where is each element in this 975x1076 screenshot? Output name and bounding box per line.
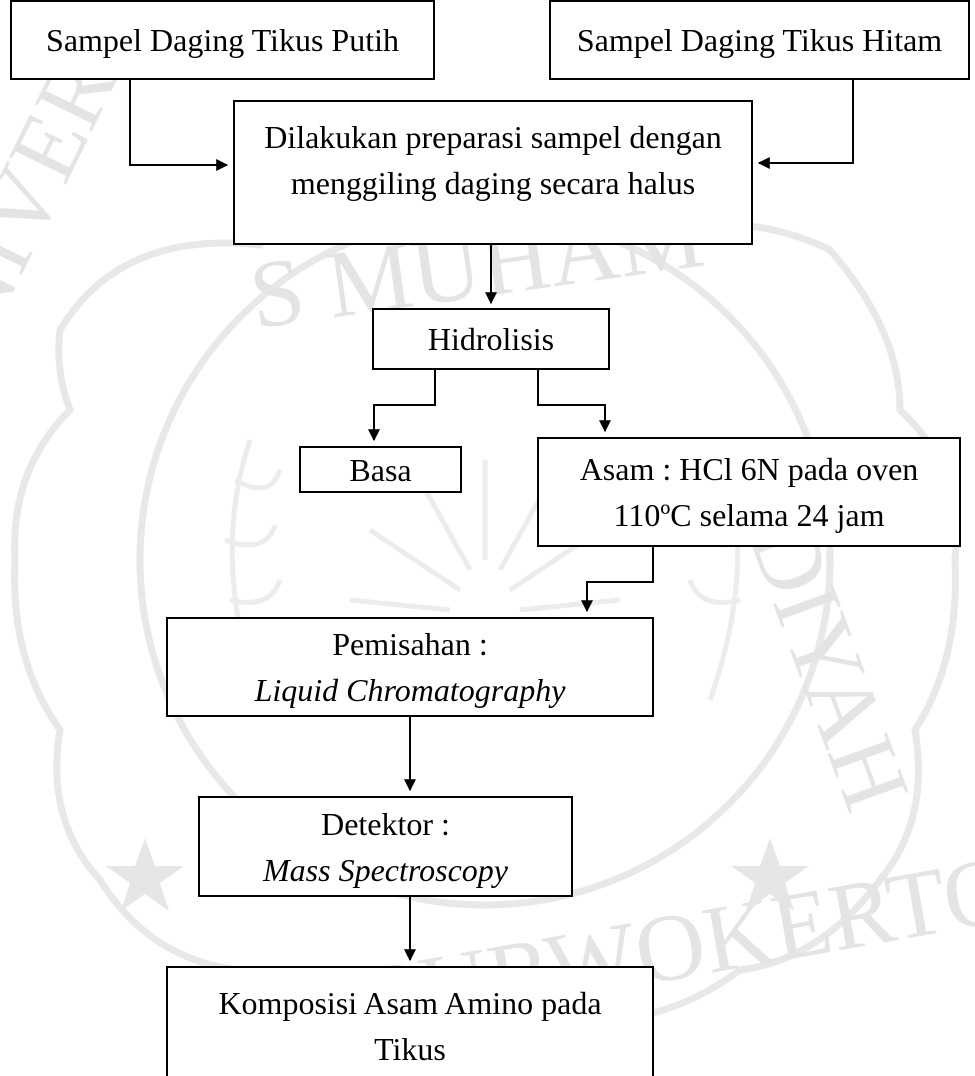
arrow-white-rat-to-prep [129, 80, 229, 171]
arrow-hydrolysis-to-acid [537, 370, 611, 433]
node-label: Sampel Daging Tikus Hitam [576, 22, 943, 58]
node-acid-hydrolysis: Asam : HCl 6N pada oven 110ºC selama 24 … [537, 437, 961, 547]
node-sample-preparation: Dilakukan preparasi sampel dengan menggi… [233, 100, 753, 245]
node-label-line1: Dilakukan preparasi sampel dengan [264, 119, 722, 155]
node-label-line2: Tikus [374, 1031, 446, 1067]
node-label-line1: Detektor : [321, 805, 450, 842]
node-label-line1: Komposisi Asam Amino pada [218, 985, 602, 1021]
node-label-line1: Pemisahan : [332, 626, 488, 662]
arrow-acid-to-separation [581, 547, 654, 613]
node-label: Basa [349, 451, 412, 488]
arrow-hydrolysis-to-base [368, 370, 436, 442]
node-separation: Pemisahan : Liquid Chromatography [166, 617, 654, 717]
node-label-line2: menggiling daging secara halus [290, 165, 696, 201]
node-label-line2: 110ºC selama 24 jam [613, 497, 885, 533]
node-label: Sampel Daging Tikus Putih [46, 22, 399, 58]
node-label-line2: Liquid Chromatography [254, 672, 566, 708]
arrow-black-rat-to-prep [757, 80, 854, 169]
node-label: Hidrolisis [427, 321, 555, 357]
node-base: Basa [299, 446, 462, 493]
node-detector: Detektor : Mass Spectroscopy [198, 796, 573, 897]
node-amino-acid-composition: Komposisi Asam Amino pada Tikus [166, 966, 654, 1076]
node-white-rat-sample: Sampel Daging Tikus Putih [10, 0, 435, 80]
node-hydrolysis: Hidrolisis [372, 308, 610, 370]
node-black-rat-sample: Sampel Daging Tikus Hitam [549, 0, 970, 80]
node-label-line2: Mass Spectroscopy [263, 851, 508, 888]
node-label-line1: Asam : HCl 6N pada oven [579, 451, 919, 487]
